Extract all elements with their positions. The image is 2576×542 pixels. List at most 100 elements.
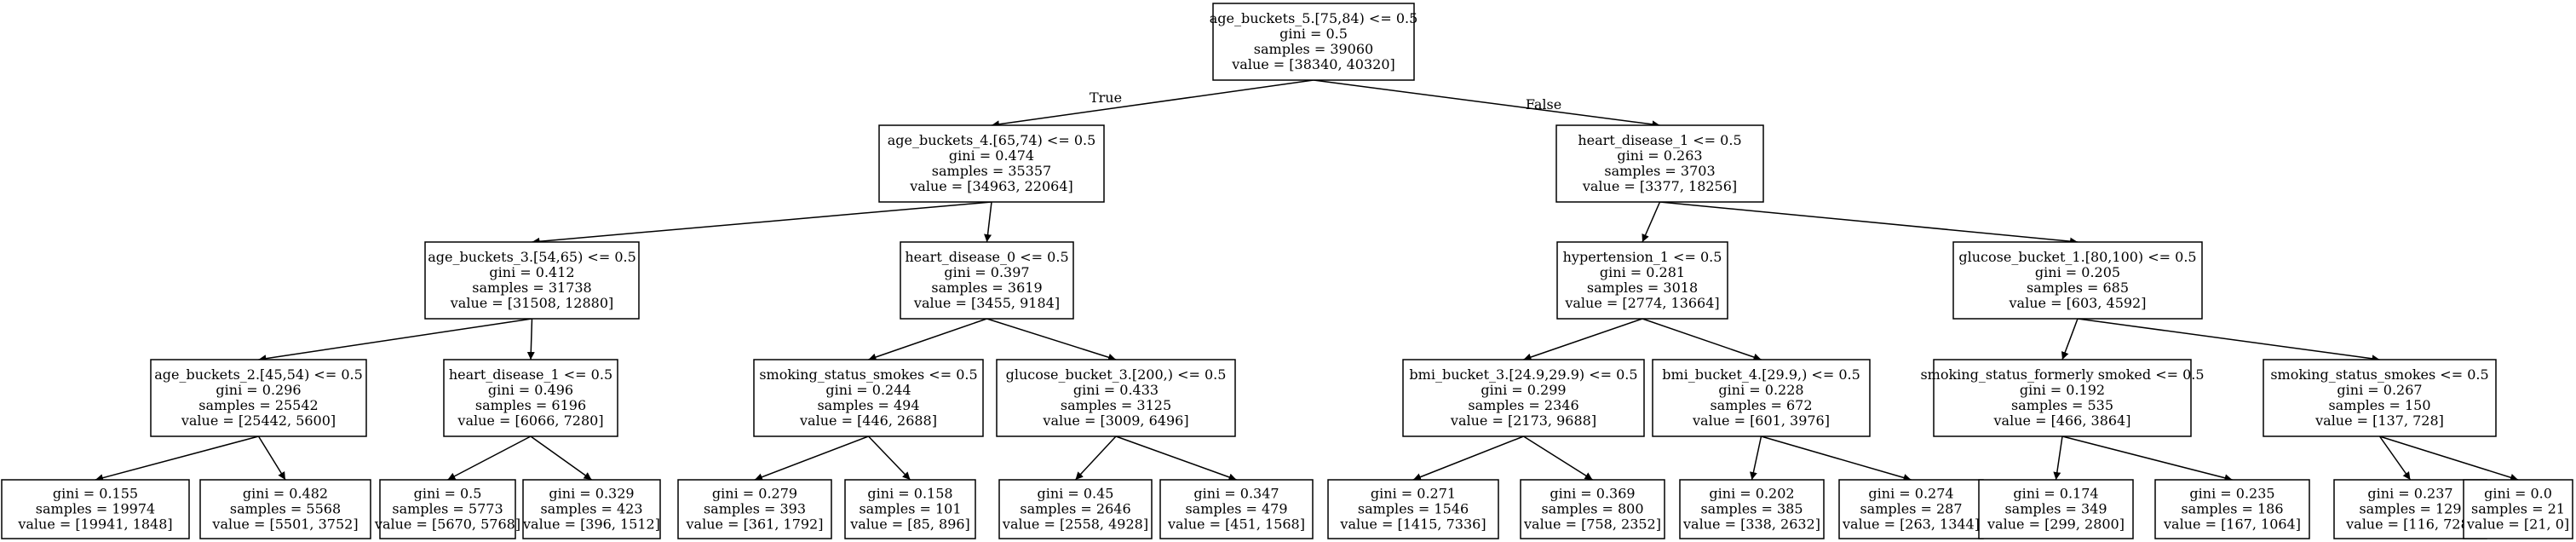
node-gini: gini = 0.267 — [2337, 382, 2422, 398]
node-samples: samples = 3018 — [1587, 280, 1698, 296]
node-value: value = [2558, 4928] — [1002, 516, 1148, 533]
node-value: value = [2774, 13664] — [1564, 295, 1719, 311]
node-gini: gini = 0.299 — [1481, 382, 1566, 398]
node-value: value = [263, 1344] — [1842, 516, 1980, 533]
node-condition: smoking_status_formerly smoked <= 0.5 — [1920, 366, 2204, 383]
node-gini: gini = 0.433 — [1073, 382, 1159, 398]
edge-n13-n27 — [2053, 435, 2063, 481]
node-value: value = [3455, 9184] — [913, 295, 1060, 311]
node-value: value = [466, 3864] — [1993, 412, 2131, 429]
node-value: value = [5670, 5768] — [374, 516, 520, 533]
node-box — [379, 479, 516, 539]
node-samples: samples = 5568 — [230, 501, 341, 517]
edge-n0-n1 — [991, 79, 1314, 129]
edge-n12-n25 — [1749, 435, 1762, 481]
node-box — [424, 241, 640, 320]
node-gini: gini = 0.496 — [488, 382, 573, 398]
node-samples: samples = 287 — [1860, 501, 1962, 517]
node-value: value = [34963, 22064] — [909, 178, 1073, 194]
node-value: value = [1415, 7336] — [1339, 516, 1486, 533]
node-condition: age_buckets_2.[45,54) <= 0.5 — [154, 366, 363, 383]
node-value: value = [38340, 40320] — [1231, 56, 1395, 72]
node-box — [1212, 3, 1415, 81]
node-samples: samples = 19974 — [36, 501, 155, 517]
node-value: value = [361, 1792] — [686, 516, 824, 533]
node-box — [443, 359, 618, 437]
edge-n10-n22 — [1115, 435, 1237, 481]
edge-n4-n10 — [986, 318, 1117, 361]
edge-n14-n29 — [2378, 435, 2412, 481]
node-value: value = [85, 896] — [849, 516, 970, 533]
tree-split-node: smoking_status_formerly smoked <= 0.5gin… — [1920, 359, 2205, 437]
node-gini: gini = 0.228 — [1718, 382, 1803, 398]
node-box — [1520, 479, 1665, 539]
node-samples: samples = 31738 — [472, 280, 591, 296]
node-value: value = [25442, 5600] — [181, 412, 336, 429]
edge-n11-n24 — [1523, 435, 1593, 481]
node-value: value = [137, 728] — [2314, 412, 2444, 429]
edge-n1-n3 — [532, 201, 992, 245]
node-gini: gini = 0.158 — [867, 486, 952, 502]
node-value: value = [19941, 1848] — [17, 516, 172, 533]
node-condition: age_buckets_4.[65,74) <= 0.5 — [888, 132, 1096, 148]
node-samples: samples = 385 — [1700, 501, 1803, 517]
node-gini: gini = 0.5 — [1279, 26, 1348, 42]
node-box — [1933, 359, 2192, 437]
edge-n11-n23 — [1412, 435, 1524, 481]
edge-label: False — [1526, 96, 1561, 112]
node-box — [1555, 124, 1764, 203]
node-samples: samples = 535 — [2011, 397, 2113, 413]
node-box — [1978, 479, 2134, 539]
node-value: value = [5501, 3752] — [211, 516, 358, 533]
node-box — [844, 479, 976, 539]
edge-n12-n26 — [1761, 435, 1912, 481]
node-gini: gini = 0.271 — [1371, 486, 1456, 502]
node-box — [753, 359, 984, 437]
node-box — [900, 241, 1074, 320]
edge-n0-n2 — [1313, 79, 1660, 129]
node-samples: samples = 3619 — [931, 280, 1042, 296]
node-samples: samples = 672 — [1710, 397, 1812, 413]
node-samples: samples = 3703 — [1604, 163, 1715, 179]
node-value: value = [446, 2688] — [799, 412, 937, 429]
node-gini: gini = 0.482 — [243, 486, 328, 502]
edge-n14-n30 — [2379, 435, 2519, 481]
node-gini: gini = 0.274 — [1868, 486, 1953, 502]
node-value: value = [603, 4592] — [2009, 295, 2147, 311]
edge-label: True — [1090, 89, 1122, 106]
node-condition: heart_disease_1 <= 0.5 — [1578, 132, 1741, 148]
node-samples: samples = 349 — [2004, 501, 2107, 517]
edge-n7-n15 — [95, 435, 259, 482]
node-value: value = [758, 2352] — [1523, 516, 1661, 533]
node-condition: glucose_bucket_3.[200,) <= 0.5 — [1006, 366, 1227, 383]
node-samples: samples = 186 — [2181, 501, 2283, 517]
node-box — [1652, 359, 1871, 437]
node-box — [199, 479, 371, 539]
edge-n9-n19 — [754, 435, 869, 481]
node-samples: samples = 1546 — [1358, 501, 1469, 517]
node-box — [522, 479, 661, 539]
node-value: value = [3377, 18256] — [1582, 178, 1737, 194]
node-box — [1402, 359, 1645, 437]
edge-n6-n13 — [2061, 318, 2079, 360]
node-gini: gini = 0.237 — [2367, 486, 2452, 502]
node-samples: samples = 129 — [2359, 501, 2461, 517]
node-samples: samples = 3125 — [1061, 397, 1171, 413]
